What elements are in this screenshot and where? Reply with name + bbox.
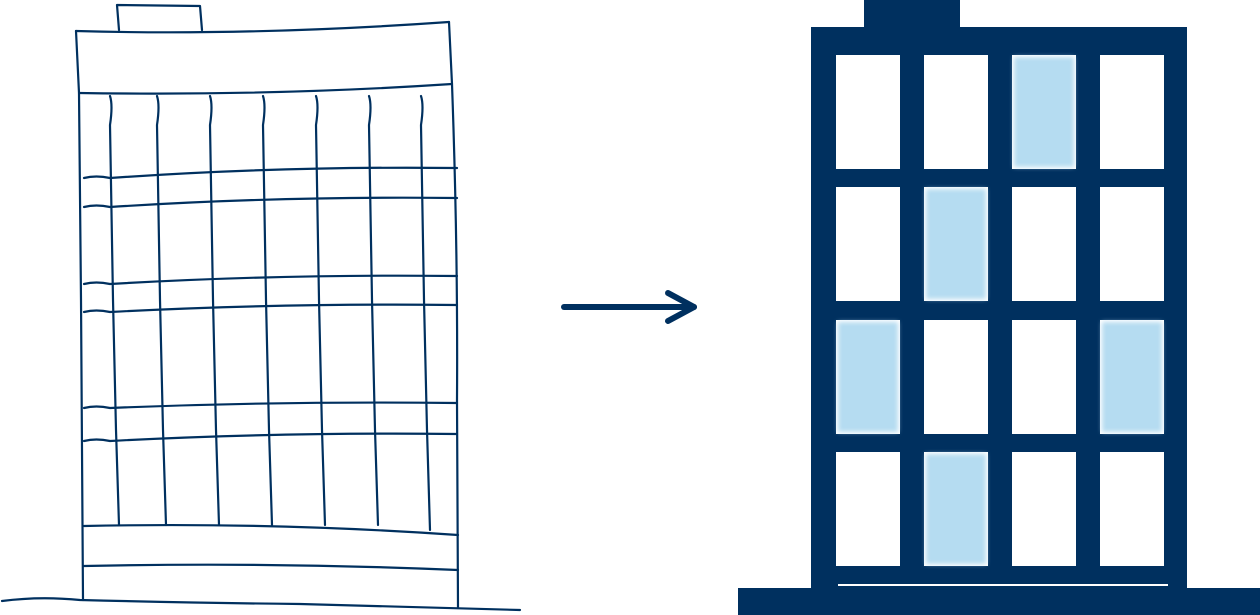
office-building-icon bbox=[738, 0, 1260, 615]
sketch-floor-line bbox=[82, 432, 459, 443]
window-lit bbox=[1014, 57, 1074, 167]
window bbox=[1100, 452, 1164, 566]
arrow-right-icon bbox=[561, 290, 697, 324]
window-lit bbox=[1102, 322, 1162, 432]
window-lit bbox=[926, 454, 986, 564]
sketch-mullion bbox=[108, 94, 121, 527]
window bbox=[836, 187, 900, 301]
sketch-roof-top bbox=[74, 20, 451, 34]
hand-drawn-building-sketch bbox=[0, 3, 522, 612]
window bbox=[1012, 320, 1076, 434]
sketch-right-wall bbox=[447, 20, 460, 610]
building-door-line bbox=[838, 584, 1168, 586]
sketch-floor-line bbox=[82, 196, 459, 209]
window bbox=[836, 55, 900, 169]
sketch-floor-line bbox=[82, 303, 459, 314]
window bbox=[1012, 187, 1076, 301]
sketch-mullion bbox=[208, 94, 221, 527]
window bbox=[1100, 55, 1164, 169]
sketch-mullion bbox=[155, 94, 168, 527]
window bbox=[1012, 452, 1076, 566]
sketch-floor-line bbox=[82, 274, 459, 286]
sketch-mullion bbox=[314, 94, 327, 527]
sketch-mullion bbox=[261, 94, 274, 527]
window bbox=[924, 55, 988, 169]
window bbox=[924, 320, 988, 434]
building-roof-cap bbox=[864, 0, 960, 30]
sketch-mullion bbox=[419, 94, 432, 532]
sketch-left-wall bbox=[74, 29, 85, 602]
sketch-floor-line bbox=[82, 401, 459, 410]
sketch-roof-bottom bbox=[77, 82, 454, 95]
window bbox=[836, 452, 900, 566]
sketch-band-top bbox=[82, 523, 460, 537]
arrow-head bbox=[665, 290, 697, 324]
sketch-floor-line bbox=[82, 166, 459, 180]
building-base bbox=[738, 588, 1260, 615]
sketch-ground bbox=[0, 597, 522, 612]
sketch-band-mid bbox=[82, 563, 460, 572]
sketch-chimney bbox=[115, 3, 204, 32]
window-lit bbox=[838, 322, 898, 432]
window bbox=[1100, 187, 1164, 301]
window-lit bbox=[926, 189, 986, 299]
sketch-mullion bbox=[367, 94, 380, 527]
